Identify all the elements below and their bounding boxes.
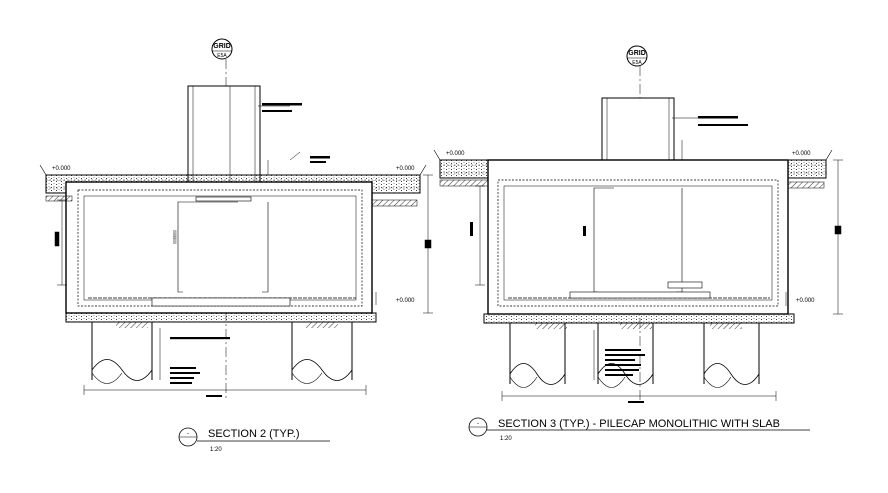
section-3-title-block: - SECTION 3 (TYP.) - PILECAP MONOLITHIC … bbox=[468, 417, 810, 442]
section-3-level-top-right: +0.000 bbox=[792, 151, 811, 157]
section-2-level-top-right: +0.000 bbox=[396, 166, 415, 172]
section-3-dimensions bbox=[475, 117, 843, 401]
section-3-notes bbox=[470, 116, 748, 403]
section-3-scale: 1:20 bbox=[500, 436, 512, 442]
section-3-ground-right bbox=[787, 181, 825, 189]
section-3-pilecap bbox=[487, 159, 789, 315]
section-3-blinding bbox=[483, 313, 795, 329]
section-2-drawing: GRID E5A ||||||| bbox=[39, 38, 433, 453]
section-2-level-top-left: +0.000 bbox=[52, 166, 71, 172]
section-3-pile-left bbox=[509, 323, 566, 388]
section-2-grid-label: GRID bbox=[213, 43, 231, 50]
section-3-title: SECTION 3 (TYP.) - PILECAP MONOLITHIC WI… bbox=[498, 418, 780, 430]
section-2-pilecap: ||||||||||||||| bbox=[65, 181, 373, 314]
section-3-grid-bubble: GRID E5A bbox=[626, 45, 648, 67]
section-2-grid-bubble: GRID E5A bbox=[211, 38, 233, 60]
section-3-ground-left bbox=[439, 179, 489, 187]
section-2-pile-left bbox=[91, 322, 153, 384]
section-3-level-bottom-right: +0.000 bbox=[796, 298, 815, 304]
section-3-grid-label: GRID bbox=[628, 50, 646, 57]
section-2-grid-sub: E5A bbox=[217, 53, 227, 59]
section-2-blinding bbox=[65, 312, 377, 328]
section-2-ground-right bbox=[371, 199, 418, 207]
section-2-scale: 1:20 bbox=[210, 447, 222, 453]
section-3-pile-right bbox=[703, 323, 760, 388]
section-3-column bbox=[601, 97, 675, 161]
section-2-level-bottom-right: +0.000 bbox=[396, 298, 415, 304]
section-2-column bbox=[187, 85, 261, 183]
section-2-marker: - bbox=[187, 431, 189, 437]
section-2-pile-right bbox=[291, 322, 353, 384]
svg-text:|||||||||||||||: ||||||||||||||| bbox=[173, 230, 177, 244]
section-3-level-top-left: +0.000 bbox=[446, 151, 465, 157]
section-2-title: SECTION 2 (TYP.) bbox=[208, 428, 299, 440]
section-3-drawing: GRID E5A bbox=[433, 45, 843, 442]
section-2-ground-left bbox=[45, 195, 73, 202]
section-2-title-block: - SECTION 2 (TYP.) 1:20 bbox=[178, 427, 330, 453]
section-2-dimensions bbox=[54, 105, 433, 395]
section-3-marker: - bbox=[477, 421, 479, 427]
section-2-notes bbox=[170, 103, 330, 397]
section-3-grid-sub: E5A bbox=[632, 60, 642, 66]
